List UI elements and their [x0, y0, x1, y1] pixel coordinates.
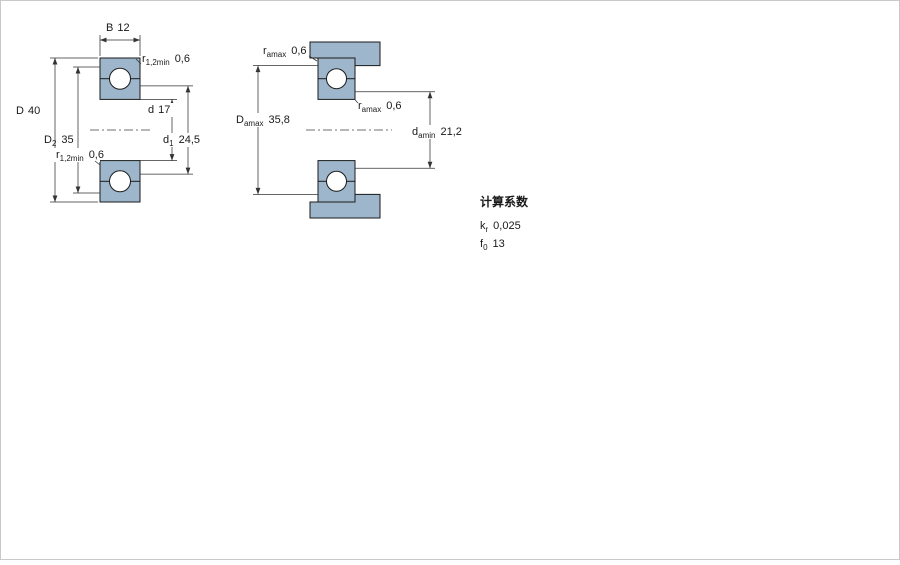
ball-top: [109, 67, 131, 90]
ball-bottom: [109, 170, 131, 193]
right-dimension-lines: [253, 65, 435, 195]
ball-top-right: [326, 68, 347, 90]
right-leader-lines: [308, 55, 359, 104]
right-dimension-arrows: [255, 65, 433, 195]
left-label-backgrounds: [53, 103, 206, 162]
raceway-split-lines-right: [318, 78, 355, 182]
left-dimension-lines: [50, 35, 193, 203]
right-label-backgrounds: [233, 113, 467, 139]
left-leader-lines: [94, 58, 142, 166]
raceway-split-lines: [100, 78, 140, 182]
calculation-factors-heading: 计算系数: [480, 194, 529, 209]
left-dimension-arrows: [52, 37, 191, 202]
ball-bottom-right: [326, 170, 347, 192]
